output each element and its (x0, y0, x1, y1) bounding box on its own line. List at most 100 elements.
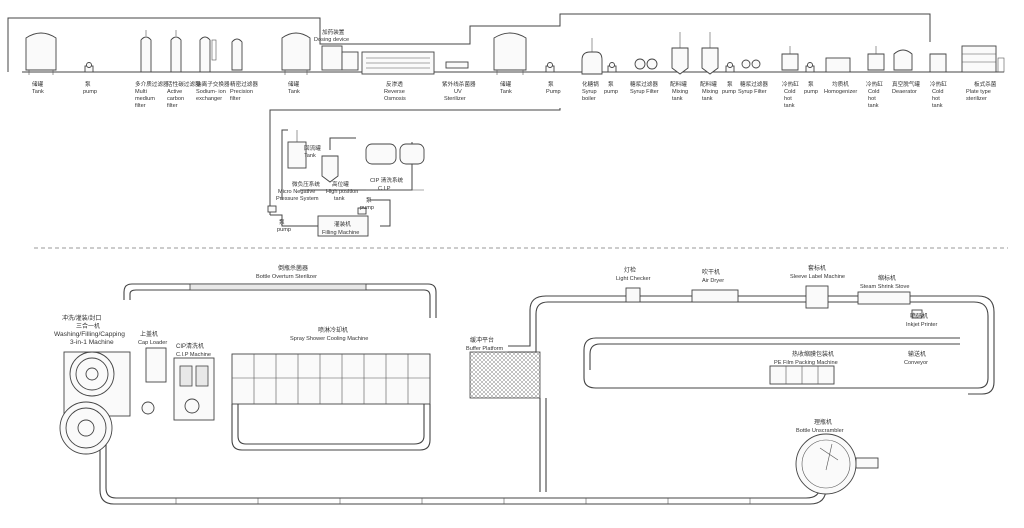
spray-cooling-machine (231, 353, 431, 405)
syrup-filter-1-icon (634, 58, 658, 70)
conveyor-label-cn: 输送机 (908, 350, 926, 358)
sleeve-label-machine-icon (805, 285, 829, 309)
mmf-label-en-1: Multi (135, 89, 147, 95)
pump-a-label-cn: 泵 (279, 219, 285, 226)
inkjet-printer-icon (911, 309, 923, 319)
mixing-tank-1-label-en-1: Mixing (672, 89, 688, 95)
acf-label-en-3: filter (167, 103, 178, 109)
pump-3-label-cn: 泵 (727, 81, 733, 88)
acf-label-en-1: Active (167, 89, 182, 95)
filling-pump-b-icon (357, 207, 367, 215)
pump-1-label-en: pump (83, 89, 97, 95)
active-carbon-filter-icon (170, 30, 182, 73)
pump-1-label-cn: 泵 (85, 81, 91, 88)
pf-label-en-1: Precision (230, 89, 253, 95)
ro-label-cn: 反渗透 (386, 80, 403, 88)
cht-1-label-en-1: Cold (784, 89, 796, 95)
uv-sterilizer-icon (445, 61, 469, 69)
mnps-label-en-2: Pressure System (276, 196, 319, 202)
mmf-label-en-2: medium (135, 96, 155, 102)
pump-4-icon (805, 62, 815, 73)
pump-4-label-cn: 泵 (808, 81, 814, 88)
syrup-filter-2-icon (741, 59, 761, 69)
plate-sterilizer-label-en-1: Plate type (966, 89, 991, 95)
cht-3-label-en-1: Cold (932, 89, 944, 95)
upper-equipment (25, 30, 1005, 75)
pe-label-en: PE Film Packing Machine (774, 360, 838, 366)
homogenizer-label-en: Homogenizer (824, 89, 857, 95)
lower-labels: 倒瓶杀菌器 Bottle Overturn Sterilizer 喷淋冷却机 S… (54, 264, 938, 434)
overturn-sterilizer-chain (189, 283, 367, 291)
filling-machine-icon (317, 215, 369, 237)
buffer-platform (469, 351, 541, 399)
syrup-pump-label-en: pump (604, 89, 618, 95)
sie-label-en-2: exchanger (196, 96, 222, 102)
cap-loader-and-cip (145, 347, 215, 421)
triblock-label-en-1: Washing/Filling/Capping (54, 331, 125, 338)
mixing-tank-1-label-en-2: tank (672, 96, 683, 102)
light-checker-label-cn: 灯检 (624, 266, 636, 274)
tank-1-icon (25, 32, 57, 75)
mnps-label-cn: 微负压系统 (292, 180, 320, 188)
mnps-label-en-1: Micro Negative (278, 189, 315, 195)
tank-2-label-en: Tank (288, 89, 300, 95)
pf-label-cn: 精密过滤器 (230, 80, 258, 88)
cht-2-label-en-1: Cold (868, 89, 880, 95)
triblock-machine (59, 351, 155, 455)
sleeve-label-cn: 套标机 (808, 264, 826, 272)
tank-1-label-cn: 储罐 (32, 80, 44, 88)
cht-3-label-cn: 冷热缸 (930, 80, 947, 88)
upper-labels: 储罐 Tank 泵 pump 多介质过滤器 Multi medium filte… (32, 28, 997, 109)
cold-hot-tank-1-icon (781, 46, 799, 71)
spray-label-cn: 喷淋冷却机 (318, 326, 348, 334)
cht-3-label-en-2: hot (932, 96, 940, 102)
air-dryer-label-cn: 吹干机 (702, 268, 720, 276)
deaerator-label-cn: 真空脱气罐 (892, 80, 920, 88)
tank-2-icon (281, 32, 311, 75)
cip-label-en: C.I.P (378, 186, 391, 192)
filling-pump-a-icon (267, 205, 277, 213)
dosing-label-en: Dosing device (314, 37, 349, 43)
acf-label-en-2: carbon (167, 96, 184, 102)
cip-tank-2-icon (399, 143, 425, 165)
top-route-machines (625, 285, 923, 319)
sie-label-cn: 钠离子交换器 (196, 80, 230, 88)
cip-machine-label-en: C.I.P Machine (176, 352, 211, 358)
air-dryer-label-en: Air Dryer (702, 278, 724, 284)
mixing-tank-2-label-en-1: Mixing (702, 89, 718, 95)
light-checker-icon (625, 287, 641, 303)
inkjet-label-en: Inkjet Printer (906, 322, 938, 328)
mixing-tank-2-icon (701, 32, 719, 75)
reverse-osmosis-icon (361, 51, 435, 75)
cold-hot-tank-3-icon (929, 53, 947, 73)
syrup-boiler-label-en-1: Syrup (582, 89, 597, 95)
syrup-filter-2-label-en: Syrup Filter (738, 89, 767, 95)
homogenizer-icon (825, 57, 851, 73)
plate-sterilizer-icon (961, 45, 1005, 73)
ro-label-en-2: Osmosis (384, 96, 406, 102)
filler-label-cn: 灌装机 (334, 220, 351, 228)
deaerator-label-en: Deaerator (892, 89, 917, 95)
syrup-pump-label-cn: 泵 (608, 81, 614, 88)
cht-2-label-en-3: tank (868, 103, 879, 109)
shrink-label-en: Steam Shrink Stove (860, 284, 909, 290)
cip-machine-label-cn: CIP清洗机 (176, 342, 204, 350)
cht-1-label-en-3: tank (784, 103, 795, 109)
overturn-label-en: Bottle Overturn Sterilizer (256, 274, 317, 280)
pump-2-label-cn: 泵 (548, 81, 554, 88)
tank-3-label-en: Tank (500, 89, 512, 95)
filler-label-en: Filling Machine (322, 230, 359, 236)
tank-1-label-en: Tank (32, 89, 44, 95)
syrup-boiler-label-en-2: boiler (582, 96, 596, 102)
unscrambler-label-cn: 理瓶机 (814, 418, 832, 426)
support-legs (175, 498, 751, 504)
high-tank-label-en-1: High position (326, 189, 358, 195)
syrup-filter-1-label-cn: 糖浆过滤器 (630, 80, 658, 88)
bottle-unscrambler (795, 433, 879, 495)
pump-2-icon (545, 62, 555, 73)
triblock-label-cn2: 三合一机 (76, 322, 100, 330)
overturn-label-cn: 倒瓶杀菌器 (278, 264, 308, 272)
conveyor-label-en: Conveyor (904, 360, 928, 366)
syrup-pump-icon (607, 62, 617, 73)
